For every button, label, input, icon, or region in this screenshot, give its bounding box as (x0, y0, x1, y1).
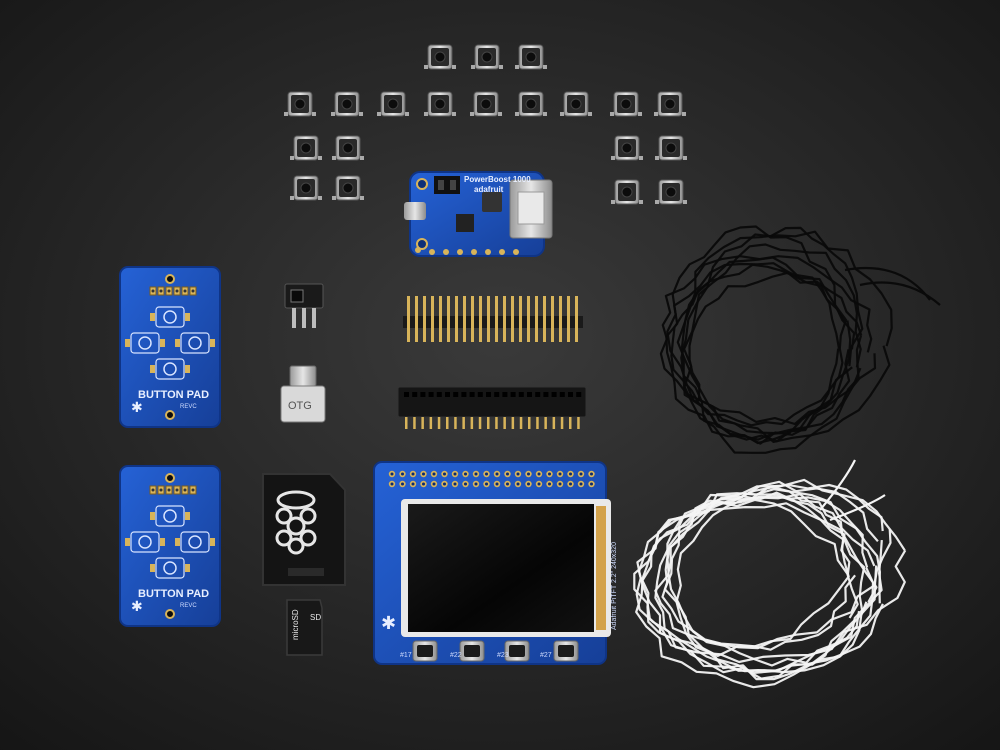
tactile-switch (611, 179, 643, 205)
pad-button-footprint (150, 557, 190, 579)
tactile-switch (471, 44, 503, 70)
male-pin-header (403, 296, 583, 342)
pitft-display-board: Adafruit PiTFT 2.2" 240x320 #17 #22 #23 … (373, 461, 618, 665)
powerboost-brand: adafruit (474, 185, 504, 194)
powerboost-board: PowerBoost 1000 adafruit (404, 171, 553, 257)
display-tactile-button (412, 640, 438, 662)
button-pad-label: BUTTON PAD (138, 588, 209, 600)
display-silk-label: Adafruit PiTFT 2.2" 240x320 (611, 542, 618, 630)
tactile-switch (290, 175, 322, 201)
white-wire-coil (633, 459, 907, 689)
tactile-switch (284, 91, 316, 117)
tactile-switch (424, 91, 456, 117)
button-pad-label: BUTTON PAD (138, 389, 209, 401)
pad-button-footprint (150, 358, 190, 380)
female-pin-header (397, 386, 587, 429)
tactile-switch (331, 91, 363, 117)
microsd-label: microSD (291, 609, 300, 640)
tactile-switch (655, 179, 687, 205)
tactile-switch (610, 91, 642, 117)
tactile-switch (611, 135, 643, 161)
tactile-switch (332, 175, 364, 201)
tactile-switch (655, 135, 687, 161)
pad-button-footprint (125, 332, 165, 354)
tactile-switch (377, 91, 409, 117)
pad-button-footprint (150, 505, 190, 527)
tactile-switch (560, 91, 592, 117)
adafruit-star-logo-icon: ✱ (381, 613, 396, 633)
pad-button-footprint (175, 332, 215, 354)
display-tactile-button (504, 640, 530, 662)
display-flex-cable (596, 506, 606, 630)
gpio-22-label: #22 (450, 652, 462, 659)
microsd-card: microSD SD (286, 599, 323, 656)
pad-button-footprint (175, 531, 215, 553)
button-pad-sublabel: REVC (180, 404, 197, 410)
black-wire-coil (659, 225, 941, 454)
tft-screen (408, 504, 594, 632)
tactile-switch (515, 44, 547, 70)
display-tactile-button (459, 640, 485, 662)
tactile-switches (284, 44, 687, 205)
button-pad-top: BUTTON PAD REVC ✱ (119, 266, 221, 428)
gpio-23-label: #23 (497, 652, 509, 659)
display-tactile-button (553, 640, 579, 662)
tactile-switch (515, 91, 547, 117)
tactile-switch (470, 91, 502, 117)
microsd-card-text: SD (310, 613, 321, 622)
powerboost-label: PowerBoost 1000 (464, 175, 531, 184)
gpio-27-label: #27 (540, 652, 552, 659)
gpio-17-label: #17 (400, 652, 412, 659)
pad-button-footprint (150, 306, 190, 328)
otg-label: OTG (288, 400, 312, 412)
button-pad-bottom: BUTTON PAD REVC ✱ (119, 465, 221, 627)
pad-button-footprint (125, 531, 165, 553)
sd-card-adapter (262, 473, 346, 586)
slide-switch (284, 283, 324, 328)
button-pad-sublabel: REVC (180, 603, 197, 609)
tactile-switch (654, 91, 686, 117)
adafruit-star-logo-icon: ✱ (131, 399, 143, 415)
adafruit-star-logo-icon: ✱ (131, 598, 143, 614)
tactile-switch (290, 135, 322, 161)
tactile-switch (424, 44, 456, 70)
tactile-switch (332, 135, 364, 161)
otg-adapter: OTG (280, 365, 326, 423)
raspberry-pi-logo-icon (275, 490, 317, 555)
